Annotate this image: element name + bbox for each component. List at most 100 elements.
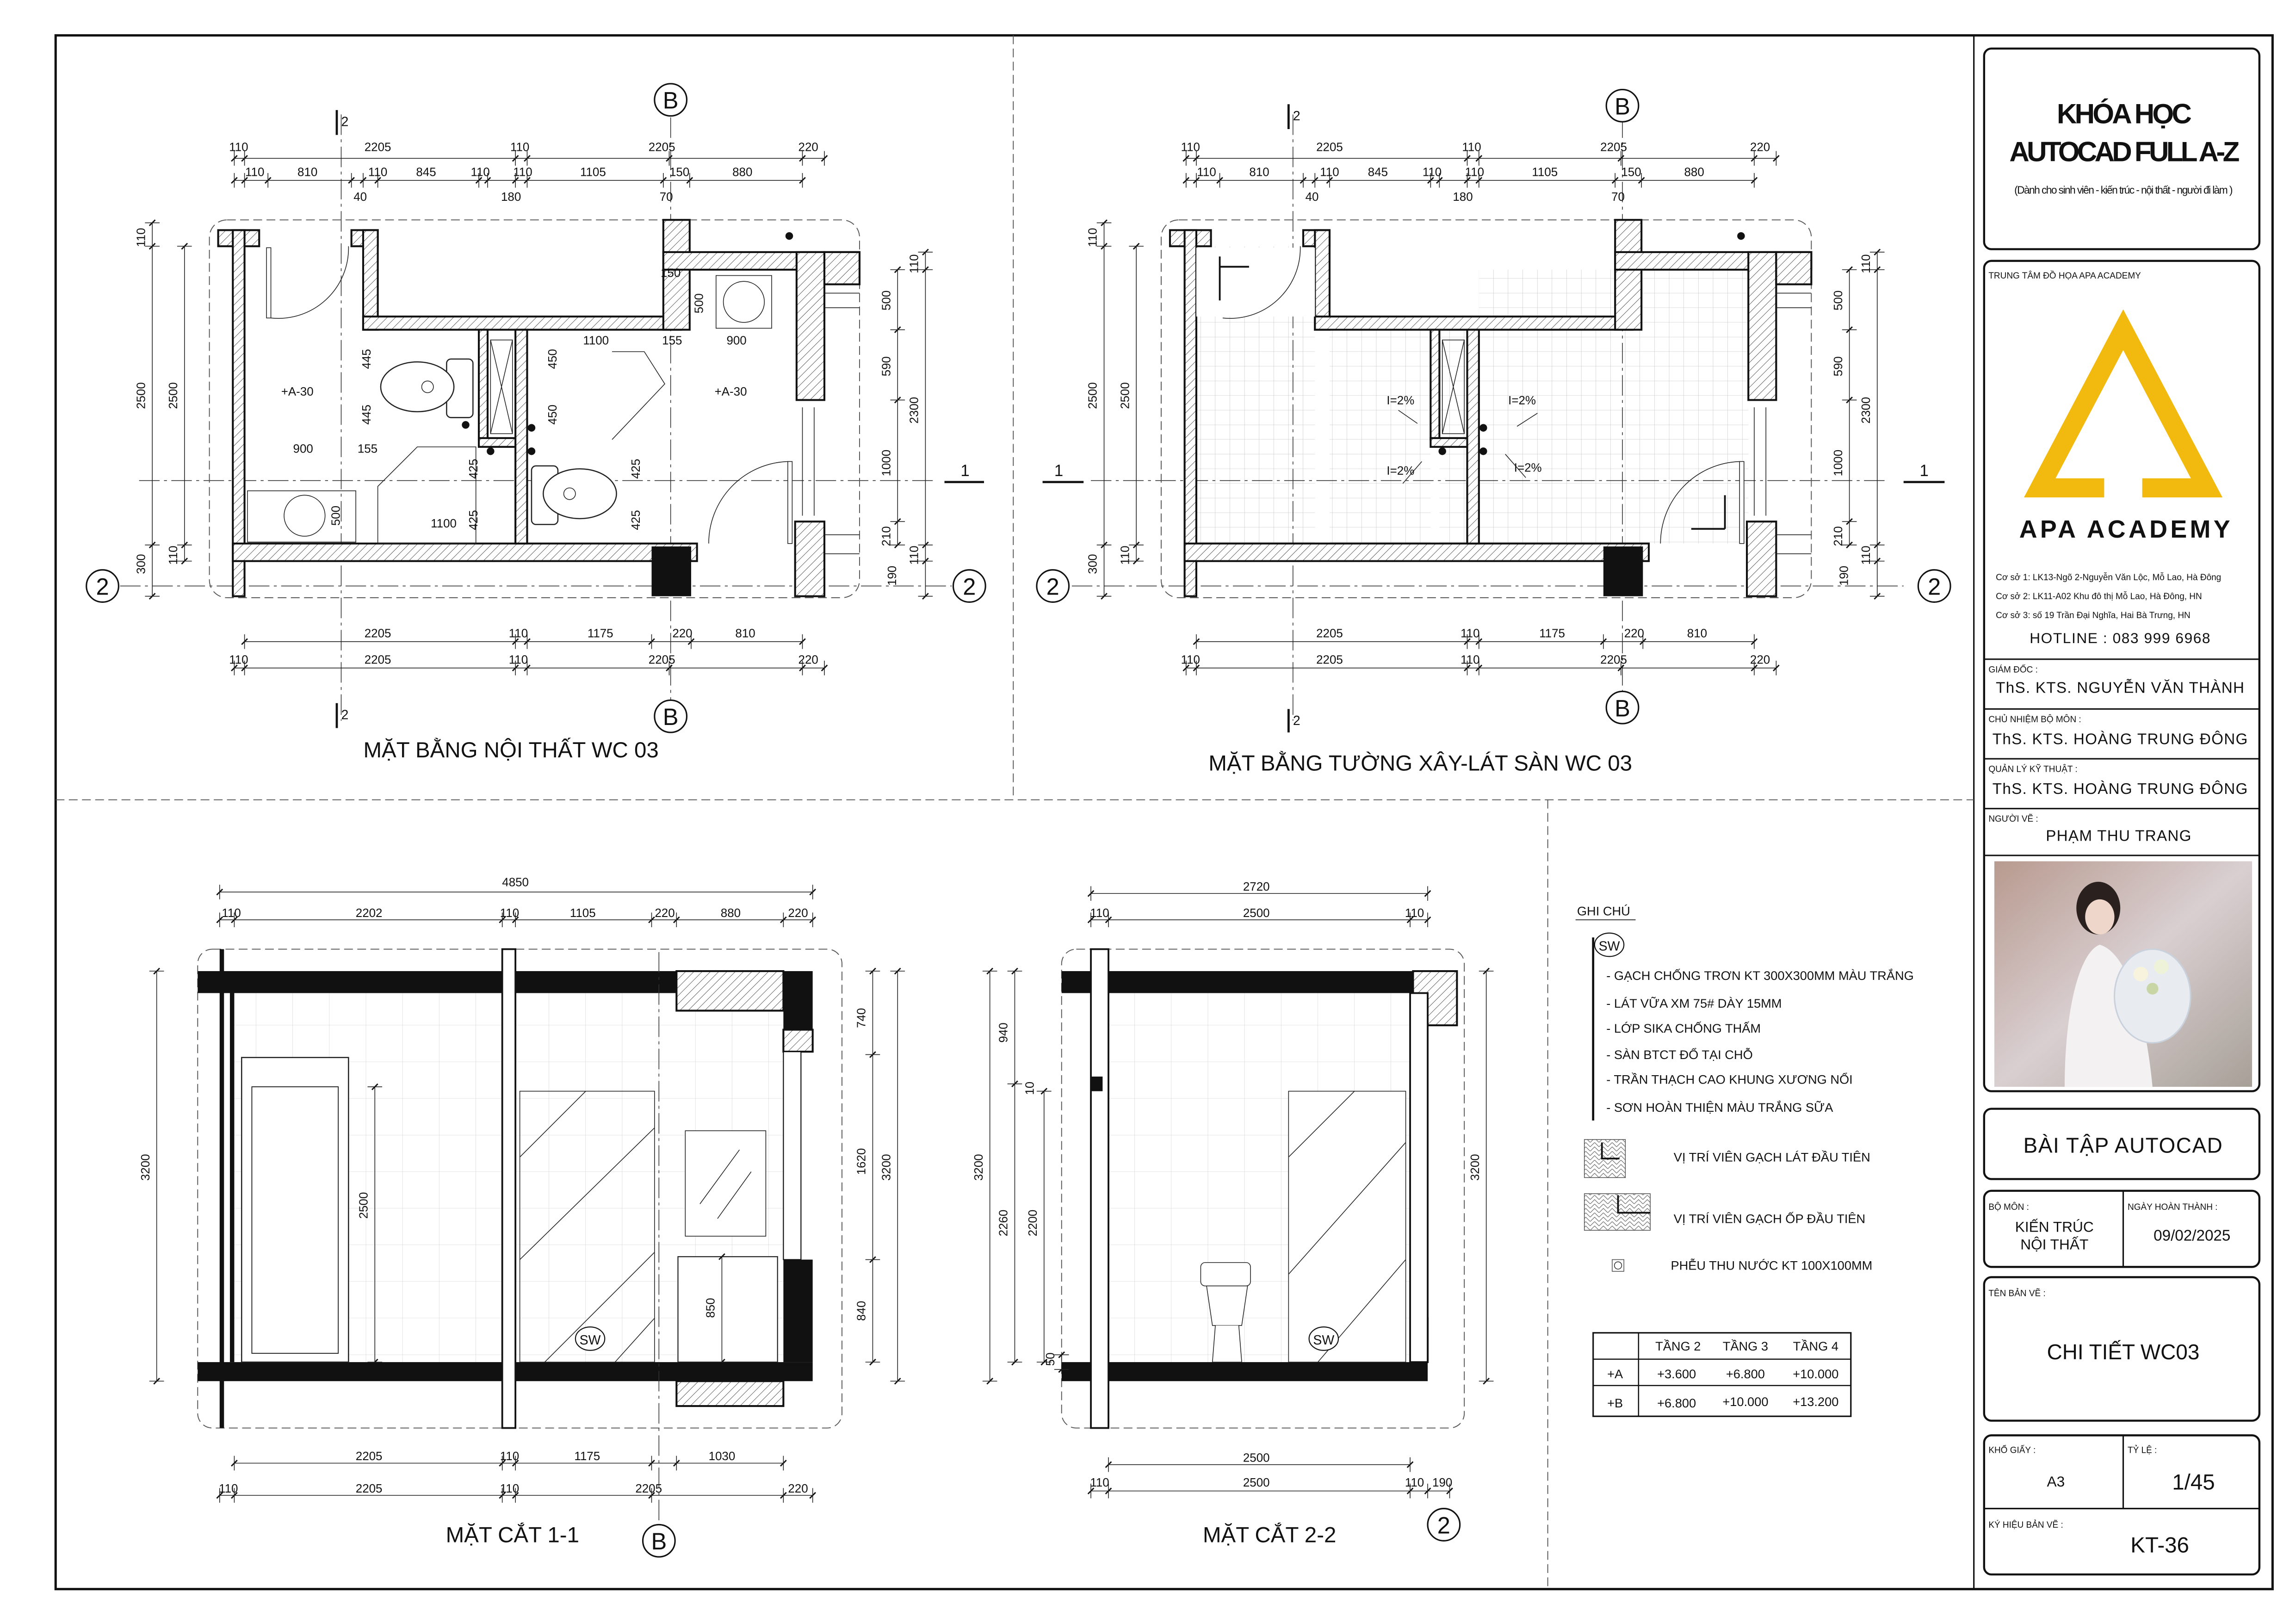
grid-bubble-2-right: 2 [952,569,986,603]
svg-text:2: 2 [1928,574,1941,600]
dimension-label: 740 [855,1008,868,1028]
drawing-title: MẶT BẰNG TƯỜNG XÂY-LÁT SÀN WC 03 [1208,750,1632,775]
dimension-label: 500 [880,291,893,310]
dimension-label: 155 [358,443,378,456]
dimension-label: 110 [1462,141,1481,154]
sheet-border [54,34,2274,1591]
svg-text:1: 1 [1054,462,1063,480]
dimension-label: 850 [705,1298,718,1318]
svg-text:B: B [1615,93,1630,119]
scale-value: 1/45 [2172,1470,2215,1494]
svg-text:1: 1 [1920,462,1929,480]
dimension-label: 810 [1687,627,1707,640]
dimension-label: 2500 [1119,382,1132,409]
dimension-label: 445 [360,349,373,369]
dimension-label: 425 [467,510,480,530]
section-mark-1-left: 1 [1042,462,1084,483]
grid-bubble-b-top: B [1605,88,1640,123]
sink-1 [715,275,772,329]
dimension-label: 110 [1461,653,1479,666]
floor-drain-icon [1612,1259,1624,1272]
dimension-label: 210 [1832,526,1845,546]
table-header: TẦNG 2 [1655,1339,1701,1353]
note-item: - SÀN BTCT ĐỔ TẠI CHỖ [1606,1047,1753,1062]
role-name: ThS. KTS. HOÀNG TRUNG ĐÔNG [1993,730,2248,748]
dimension-label: 3200 [139,1154,152,1181]
level-table: TẦNG 2 TẦNG 3 TẦNG 4 +A +3.600 +6.800 +1… [1592,1332,1852,1417]
dimension-label: 500 [693,293,706,313]
dimension-label: 900 [726,334,746,347]
note-item: - SƠN HOÀN THIỆN MÀU TRẮNG SỮA [1606,1100,1833,1115]
glass-partition [519,1090,655,1363]
dimension-label: 220 [1624,627,1644,640]
dimension-label: 450 [546,349,559,369]
svg-text:2: 2 [1437,1512,1450,1538]
dimension-label: 425 [467,459,480,479]
glass-partition [1288,1090,1406,1363]
slope-label: I=2% [1386,465,1414,477]
grid-bubble-b-bottom: B [654,699,688,733]
dimension-label: 110 [167,545,180,564]
dimension-label: 220 [672,627,692,640]
floor-tile-start-icon [1584,1139,1626,1178]
dimension-label: 110 [510,141,529,154]
dimension-label: 840 [855,1301,868,1321]
role-name: ThS. KTS. HOÀNG TRUNG ĐÔNG [1993,780,2248,798]
dimension-label: 450 [546,405,559,425]
dimension-label: 1175 [588,627,613,640]
sink-2 [247,490,356,543]
dimension-label: 2500 [135,382,148,409]
dimension-label: 110 [1181,653,1200,666]
dimension-label: 150 [669,166,689,179]
shower-screens [377,340,665,544]
dimension-label: 40 [353,191,367,204]
svg-text:2: 2 [341,115,348,130]
notes-panel: GHI CHÚ SW - GẠCH CHỐNG TRƠN KT 300X300M… [1575,904,1914,1417]
grid-bubble-b: B [642,1524,676,1558]
svg-text:1: 1 [960,462,969,480]
dimension-label: 4850 [502,876,529,889]
dimension-label: 110 [1181,141,1200,154]
address: Cơ sở 2: LK11-A02 Khu đô thị Mỗ Lao, Hà … [1996,591,2202,601]
note-item: - TRẦN THẠCH CAO KHUNG XƯƠNG NỔI [1606,1072,1853,1087]
section-mark-1: 1 [944,462,984,483]
date-label: NGÀY HOÀN THÀNH : [2128,1202,2217,1212]
dimension-label: 110 [908,254,921,273]
dimension-label: 845 [1368,166,1388,179]
drawing-title: MẶT CẮT 1-1 [446,1522,579,1547]
paper-label: KHỔ GIẤY : [1988,1445,2036,1455]
dimension-label: 2500 [1243,907,1270,920]
slope-label: I=2% [1386,394,1414,407]
svg-text:2: 2 [1293,713,1300,728]
dimension-label: 590 [880,356,893,376]
level-tag: +A-30 [715,385,747,398]
dimension-label: 2200 [1027,1210,1040,1237]
dimension-label: 220 [788,907,808,920]
dimension-label: 110 [1461,627,1479,640]
scale-label: TỶ LỆ : [2128,1445,2157,1455]
dimension-label: 1030 [709,1450,736,1463]
table-cell: +6.800 [1657,1396,1696,1410]
floor-drains [1438,232,1745,455]
dimension-label: 150 [661,267,681,280]
note-item: - GẠCH CHỐNG TRƠN KT 300X300MM MÀU TRẮNG [1606,968,1914,983]
dimension-label: 1105 [1532,166,1558,179]
dimension-label: 3200 [880,1154,893,1181]
dimension-label: 1000 [1832,450,1845,477]
address: Cơ sở 1: LK13-Ngõ 2-Nguyễn Văn Lộc, Mỗ L… [1996,572,2221,582]
hotline: HOTLINE : 083 999 6968 [2030,630,2211,646]
drawing-title: MẶT CẮT 2-2 [1203,1522,1336,1547]
dimension-label: 900 [293,443,313,456]
dimension-label: 3200 [1469,1154,1482,1181]
role-label: NGƯỜI VẼ : [1988,814,2038,824]
dimension-label: 110 [500,907,519,920]
legend-label: VỊ TRÍ VIÊN GẠCH ỐP ĐẦU TIÊN [1674,1211,1865,1226]
dimension-label: 210 [880,526,893,546]
dimension-label: 2205 [1316,653,1343,666]
paper-size: A3 [2047,1473,2065,1490]
svg-text:B: B [663,87,679,114]
table-header: TẦNG 3 [1723,1339,1768,1353]
dimension-label: 1175 [1539,627,1565,640]
dimension-label: 155 [662,334,682,347]
dimension-label: 110 [509,653,528,666]
